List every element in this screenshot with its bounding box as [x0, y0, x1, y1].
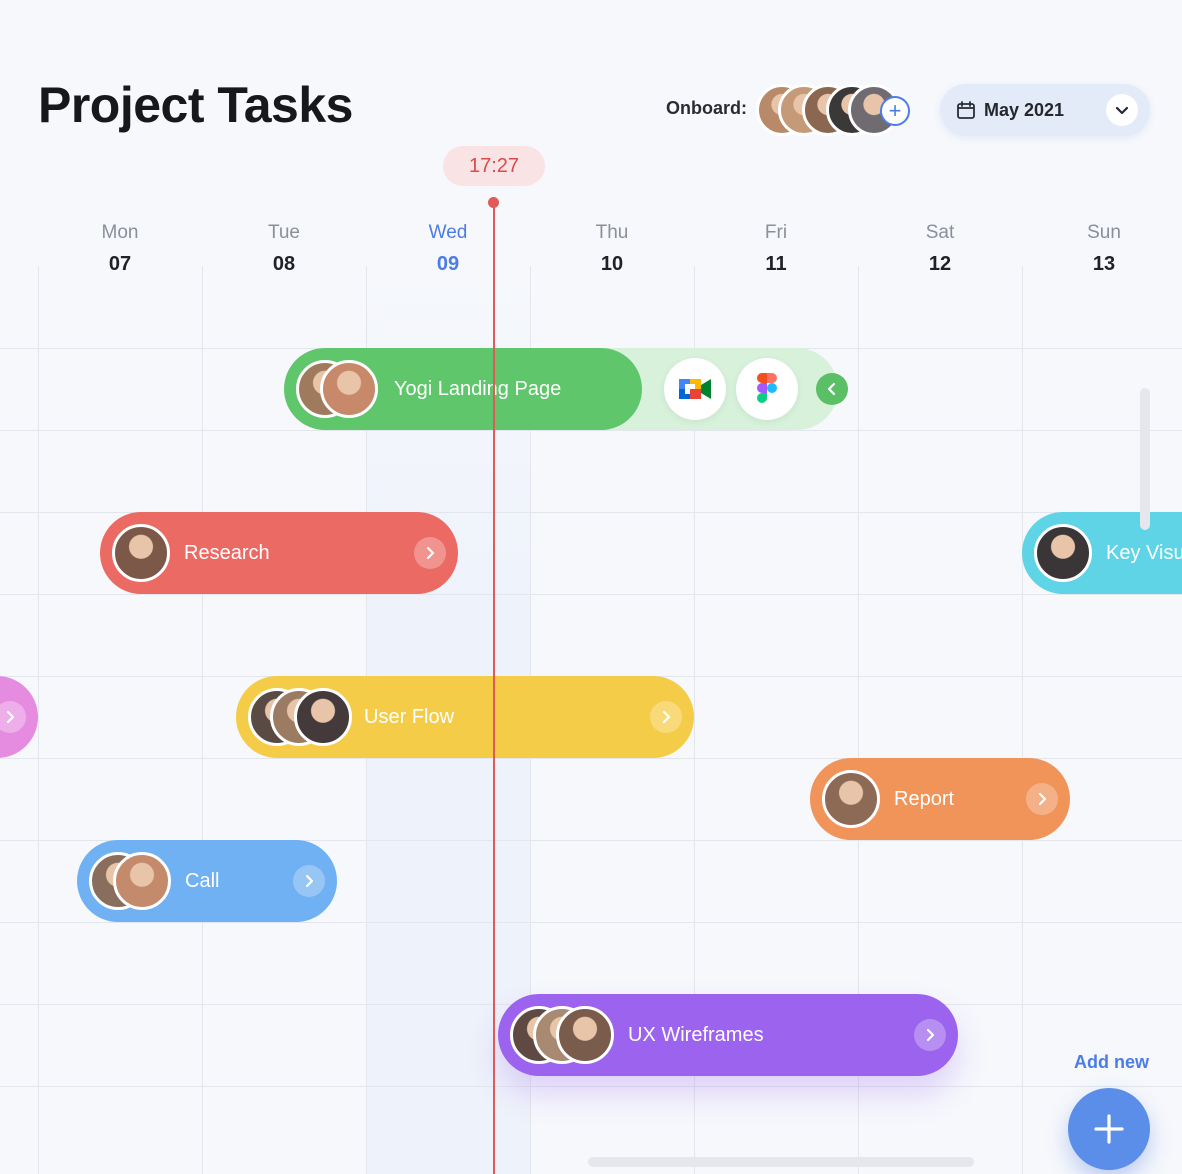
chevron-down-icon — [1115, 106, 1129, 115]
plus-icon: + — [888, 98, 902, 123]
day-name: Tue — [267, 222, 301, 243]
task-avatars — [248, 688, 352, 746]
day-name: Mon — [101, 222, 139, 243]
current-time-line — [493, 202, 495, 1174]
day-number: 07 — [108, 253, 132, 275]
day-number: 11 — [765, 253, 787, 275]
grid-line — [694, 266, 695, 1174]
chevron-right-icon — [6, 710, 15, 724]
day-name: Thu — [595, 222, 629, 243]
day-header-tue: Tue 08 — [234, 222, 334, 276]
plus-icon — [1094, 1114, 1124, 1144]
open-task-button[interactable] — [293, 865, 325, 897]
task-ux-wireframes[interactable]: UX Wireframes — [498, 994, 958, 1076]
open-task-button[interactable] — [1026, 783, 1058, 815]
task-call[interactable]: Call — [77, 840, 337, 922]
open-task-button[interactable] — [914, 1019, 946, 1051]
add-member-button[interactable]: + — [880, 96, 910, 126]
add-new-label[interactable]: Add new — [1074, 1052, 1149, 1072]
day-name: Wed — [428, 222, 468, 243]
month-label: May 2021 — [984, 99, 1065, 120]
day-header-fri: Fri 11 — [726, 222, 826, 276]
avatar — [556, 1006, 614, 1064]
task-avatars — [510, 1006, 614, 1064]
grid-line — [0, 594, 1182, 595]
task-avatars — [112, 524, 170, 582]
grid-line — [0, 512, 1182, 513]
task-offscreen-left[interactable] — [0, 676, 38, 758]
task-avatars — [822, 770, 880, 828]
chevron-right-icon — [662, 710, 671, 724]
chevron-right-icon — [926, 1028, 935, 1042]
current-time-marker — [488, 197, 499, 208]
onboard-label: Onboard: — [666, 98, 747, 118]
task-user-flow[interactable]: User Flow — [236, 676, 694, 758]
task-name: User Flow — [364, 705, 455, 728]
grid-line — [0, 430, 1182, 431]
collapse-tools-button[interactable] — [816, 373, 848, 405]
chevron-left-icon — [827, 382, 836, 396]
grid-line — [858, 266, 859, 1174]
grid-line — [38, 266, 39, 1174]
day-number: 13 — [1092, 253, 1116, 275]
task-research[interactable]: Research — [100, 512, 458, 594]
day-number: 10 — [600, 253, 624, 275]
day-name: Fri — [764, 222, 788, 243]
google-meet-icon — [679, 379, 711, 399]
chevron-right-icon — [1038, 792, 1047, 806]
task-avatars — [296, 360, 380, 418]
day-name: Sun — [1087, 222, 1121, 243]
task-report[interactable]: Report — [810, 758, 1070, 840]
month-dropdown-toggle[interactable] — [1106, 94, 1138, 126]
day-header-mon: Mon 07 — [70, 222, 170, 276]
avatar — [294, 688, 352, 746]
open-task-button[interactable] — [650, 701, 682, 733]
add-task-button[interactable] — [1068, 1088, 1150, 1170]
page-title: Project Tasks — [38, 77, 353, 133]
grid-line — [0, 758, 1182, 759]
grid-line — [202, 266, 203, 1174]
day-header-thu: Thu 10 — [562, 222, 662, 276]
google-meet-button[interactable] — [664, 358, 726, 420]
day-name: Sat — [925, 222, 955, 243]
avatar — [822, 770, 880, 828]
task-name: UX Wireframes — [628, 1023, 764, 1046]
day-number: 08 — [272, 253, 296, 275]
figma-icon — [757, 373, 777, 403]
figma-button[interactable] — [736, 358, 798, 420]
task-name: Report — [894, 787, 955, 810]
vertical-scrollbar[interactable] — [1140, 388, 1150, 530]
open-task-button[interactable] — [0, 701, 26, 733]
task-yogi-landing-page[interactable]: Yogi Landing Page — [284, 348, 642, 430]
task-key-visual[interactable]: Key Visu — [1022, 512, 1182, 594]
open-task-button[interactable] — [414, 537, 446, 569]
avatar — [112, 524, 170, 582]
task-name: Yogi Landing Page — [394, 377, 562, 400]
current-time-badge: 17:27 — [443, 146, 545, 186]
day-header-wed: Wed 09 — [398, 222, 498, 276]
horizontal-scrollbar[interactable] — [588, 1157, 974, 1167]
avatar — [113, 852, 171, 910]
calendar-icon — [957, 101, 975, 119]
avatar — [320, 360, 378, 418]
chevron-right-icon — [426, 546, 435, 560]
grid-line — [0, 922, 1182, 923]
month-select[interactable]: May 2021 — [940, 84, 1150, 136]
day-header-sun: Sun 13 — [1054, 222, 1154, 276]
task-avatars — [1034, 524, 1092, 582]
day-header-sat: Sat 12 — [890, 222, 990, 276]
day-number: 09 — [436, 253, 460, 275]
task-name: Key Visu — [1106, 541, 1182, 564]
task-avatars — [89, 852, 171, 910]
day-number: 12 — [928, 253, 952, 275]
task-name: Call — [185, 869, 220, 892]
chevron-right-icon — [305, 874, 314, 888]
grid-line — [0, 840, 1182, 841]
task-name: Research — [184, 541, 270, 564]
avatar — [1034, 524, 1092, 582]
grid-line — [0, 1086, 1182, 1087]
grid-line — [1022, 266, 1023, 1174]
